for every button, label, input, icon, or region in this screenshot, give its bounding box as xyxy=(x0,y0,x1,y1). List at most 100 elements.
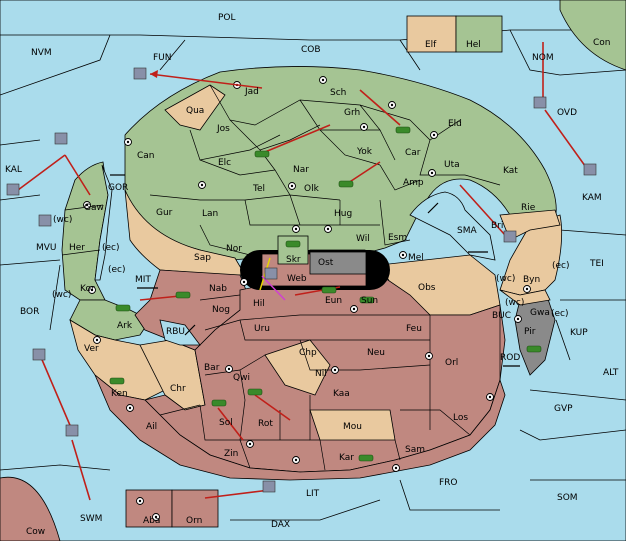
label-sap: Sap xyxy=(194,253,211,263)
label-coast-wc-2: (wc) xyxy=(52,290,71,300)
label-alt: ALT xyxy=(603,368,619,378)
label-buc: BUC xyxy=(492,311,511,321)
label-kor: Kor xyxy=(80,284,95,294)
label-ken: Ken xyxy=(111,389,128,399)
label-sol: Sol xyxy=(219,418,233,428)
label-obs: Obs xyxy=(418,283,436,293)
connector-arrows xyxy=(110,174,520,367)
label-feu: Feu xyxy=(406,324,422,334)
label-esm: Esm xyxy=(388,233,407,243)
label-ark: Ark xyxy=(117,321,133,331)
label-eld: Eld xyxy=(448,119,462,129)
label-gor: GOR xyxy=(108,183,128,193)
region-green-north xyxy=(124,66,557,261)
label-nom: NOM xyxy=(532,53,554,63)
province-sap[interactable] xyxy=(124,189,246,276)
label-gaw: Gaw xyxy=(84,203,104,213)
label-coast-ec-2: (ec) xyxy=(108,265,126,275)
label-kam: KAM xyxy=(582,193,602,203)
label-kal: KAL xyxy=(5,165,22,175)
label-rod: ROD xyxy=(500,353,520,363)
label-rbu: RBU xyxy=(166,327,185,337)
supply-centers xyxy=(83,76,531,521)
label-mel: Mel xyxy=(408,253,424,263)
label-nab: Nab xyxy=(209,284,227,294)
label-amp: Amp xyxy=(403,178,424,188)
label-aba: Aba xyxy=(143,516,160,526)
label-orl: Orl xyxy=(445,358,458,368)
label-ver: Ver xyxy=(84,344,99,354)
label-gvp: GVP xyxy=(554,404,573,414)
label-kup: KUP xyxy=(570,328,588,338)
label-dax: DAX xyxy=(271,520,290,530)
label-tei: TEI xyxy=(589,259,604,269)
label-pir: Pir xyxy=(524,327,536,337)
label-nor: Nor xyxy=(226,244,242,254)
label-car: Car xyxy=(405,148,421,158)
label-con: Con xyxy=(593,38,611,48)
label-los: Los xyxy=(453,413,468,423)
label-coast-ec-3: (ec) xyxy=(552,261,570,271)
label-gur: Gur xyxy=(156,208,173,218)
label-rie: Rie xyxy=(521,203,536,213)
label-lit: LIT xyxy=(306,489,320,499)
label-sma: SMA xyxy=(457,226,477,236)
label-elc: Elc xyxy=(218,158,231,168)
label-jad: Jad xyxy=(244,87,259,97)
label-web: Web xyxy=(287,274,307,284)
province-skr[interactable] xyxy=(277,235,309,265)
label-som: SOM xyxy=(557,493,578,503)
label-tel: Tel xyxy=(252,184,265,194)
label-hel: Hel xyxy=(466,40,481,50)
province-gwa[interactable] xyxy=(499,289,551,306)
armies xyxy=(109,126,542,462)
province-ost-oval xyxy=(309,251,367,275)
label-fro: FRO xyxy=(439,478,458,488)
labels: POL NVM FUN COB NOM Con OVD KAL KAM GOR … xyxy=(5,13,619,537)
label-nog: Nog xyxy=(212,305,230,315)
move-arrows xyxy=(17,42,589,501)
label-sch: Sch xyxy=(330,88,346,98)
label-bar: Bar xyxy=(204,363,220,373)
label-hil: Hil xyxy=(253,299,265,309)
label-qua: Qua xyxy=(186,106,204,116)
label-eun: Eun xyxy=(325,296,342,306)
label-cob: COB xyxy=(301,45,321,55)
label-bor: BOR xyxy=(20,307,39,317)
label-kaa: Kaa xyxy=(333,389,350,399)
label-qwi: Qwi xyxy=(233,373,250,383)
label-bri: Bri xyxy=(491,221,503,231)
label-coast-wc-1: (wc) xyxy=(53,215,72,225)
label-skr: Skr xyxy=(286,255,301,265)
inlet-gor xyxy=(94,164,113,281)
province-qua[interactable] xyxy=(164,84,226,131)
label-hug: Hug xyxy=(334,209,352,219)
label-zin: Zin xyxy=(224,449,238,459)
label-nvm: NVM xyxy=(31,48,52,58)
province-hel[interactable] xyxy=(455,15,503,53)
label-swm: SWM xyxy=(80,514,102,524)
label-nar: Nar xyxy=(293,165,309,175)
label-lan: Lan xyxy=(202,209,218,219)
label-coast-ec-1: (ec) xyxy=(102,243,120,253)
label-kat: Kat xyxy=(503,166,518,176)
label-mou: Mou xyxy=(343,422,362,432)
inlet-rbu xyxy=(159,319,201,346)
province-orn[interactable] xyxy=(171,489,219,528)
label-coast-wc-4: (wc) xyxy=(505,298,524,308)
label-byn: Byn xyxy=(523,275,540,285)
label-fun: FUN xyxy=(153,53,172,63)
label-her: Her xyxy=(69,243,85,253)
label-sam: Sam xyxy=(405,445,425,455)
label-chr: Chr xyxy=(170,384,186,394)
label-gwa: Gwa xyxy=(530,308,550,318)
region-red-rim xyxy=(94,374,506,481)
label-uru: Uru xyxy=(254,324,270,334)
label-uta: Uta xyxy=(444,160,460,170)
label-mvu: MVU xyxy=(36,243,57,253)
label-olk: Olk xyxy=(304,184,320,194)
label-sun: Sun xyxy=(361,296,378,306)
label-chp: Chp xyxy=(299,348,317,358)
province-borders xyxy=(61,84,501,471)
label-neu: Neu xyxy=(367,348,385,358)
